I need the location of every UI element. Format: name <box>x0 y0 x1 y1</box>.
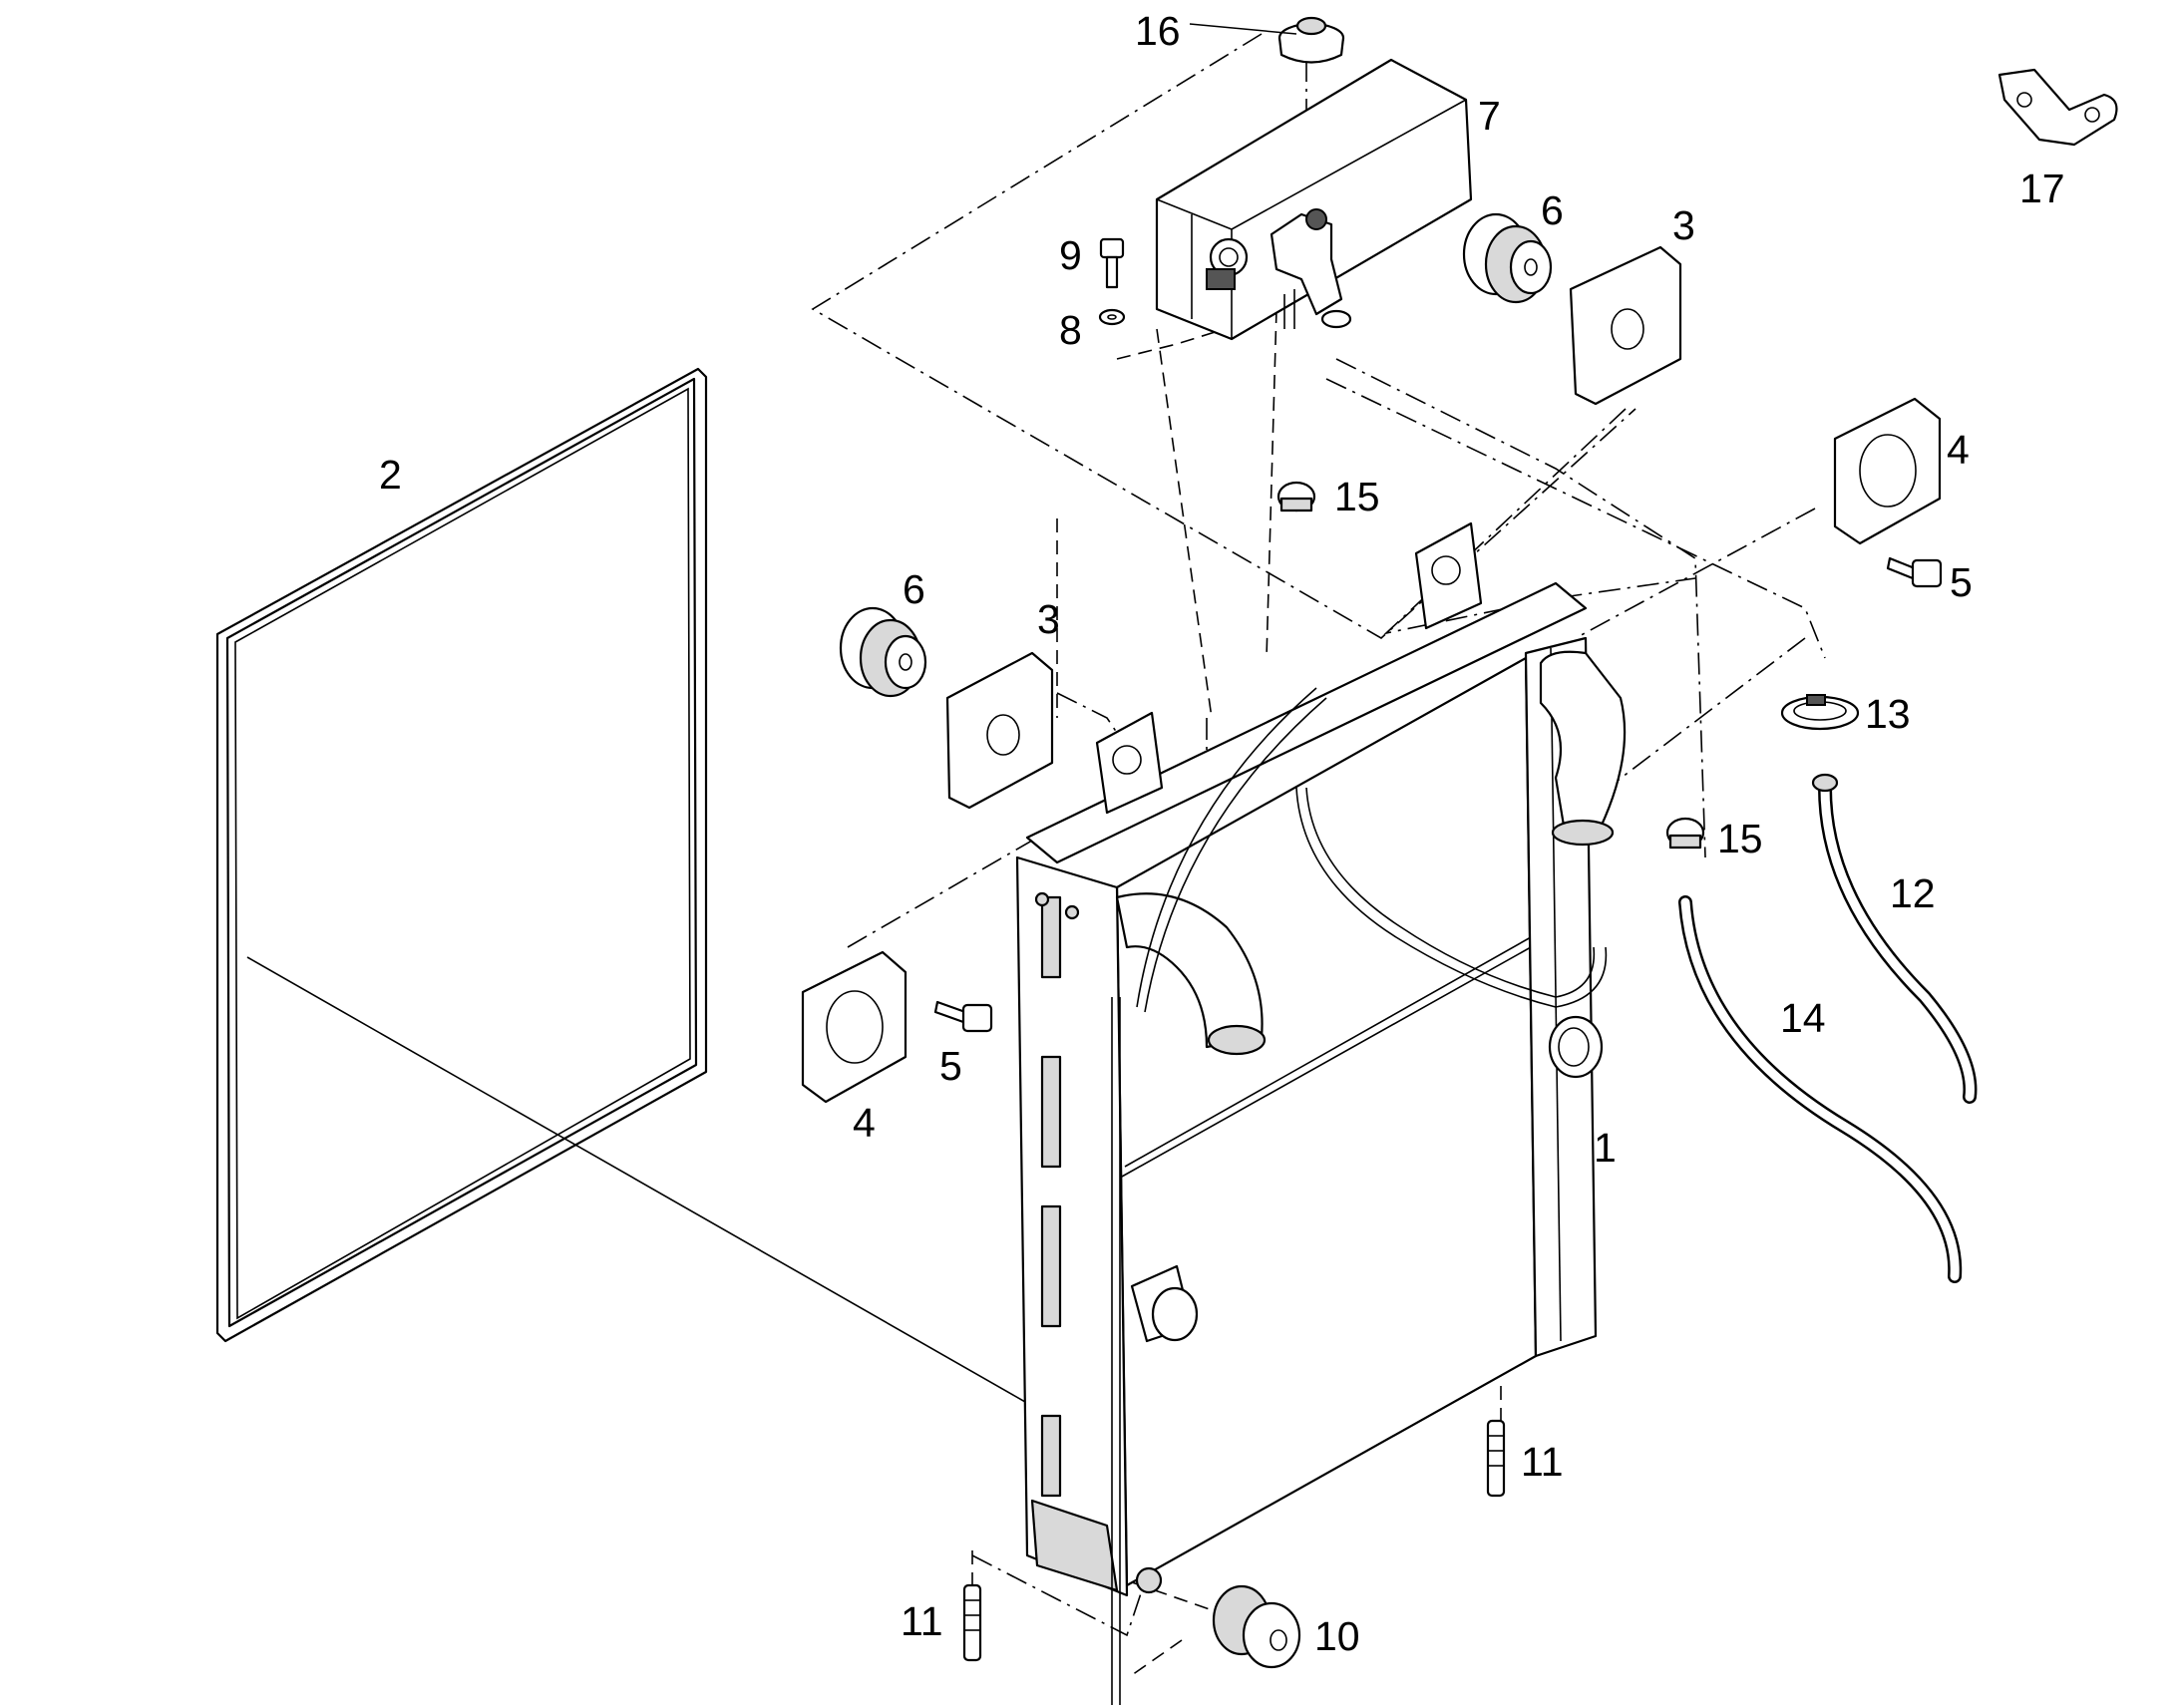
callout-15-upper: 15 <box>1334 474 1380 519</box>
rubber-mount-part-6-upper <box>1462 212 1553 304</box>
bolt-part-5-upper <box>1886 556 1943 588</box>
rubber-mount-part-6-lower <box>839 606 927 698</box>
stud-part-11-left <box>962 1583 982 1662</box>
stud-part-11-right <box>1486 1419 1506 1498</box>
washer-part-8 <box>1098 308 1126 326</box>
callout-4-lower: 4 <box>853 1100 876 1146</box>
callout-10: 10 <box>1314 1613 1360 1659</box>
callout-6-upper: 6 <box>1541 187 1564 233</box>
hose-part-12 <box>1811 773 1978 1104</box>
callout-3-upper: 3 <box>1672 202 1695 248</box>
callout-11-left: 11 <box>901 1598 943 1644</box>
bracket-part-17 <box>1998 68 2118 147</box>
filler-cap-part-16 <box>1277 16 1345 64</box>
callout-14: 14 <box>1780 995 1826 1041</box>
hose-clamp-part-13 <box>1780 694 1860 731</box>
callout-13: 13 <box>1865 691 1911 737</box>
callout-6-lower: 6 <box>903 566 925 612</box>
callout-9: 9 <box>1059 232 1082 278</box>
hose-clip-part-15-lower <box>1665 817 1705 850</box>
callout-7: 7 <box>1478 93 1501 139</box>
bolt-part-9 <box>1099 237 1125 289</box>
callout-5-upper: 5 <box>1950 559 1973 605</box>
mounting-plate-part-3-upper <box>1569 245 1682 406</box>
callout-leader-lines <box>1189 23 1297 35</box>
callout-5-lower: 5 <box>939 1043 962 1089</box>
callout-15-lower: 15 <box>1717 816 1763 861</box>
callout-16: 16 <box>1135 8 1181 54</box>
callout-labels: 1 2 3 3 4 4 5 5 6 6 7 8 9 10 11 11 12 13… <box>379 8 2065 1659</box>
expansion-tank-part-7 <box>1155 58 1473 341</box>
flange-gasket-part-4-upper <box>1833 397 1942 545</box>
callout-12: 12 <box>1890 870 1936 916</box>
frame-seal-part-2 <box>215 367 1033 1407</box>
callout-8: 8 <box>1059 307 1082 353</box>
callout-3-lower: 3 <box>1037 596 1060 642</box>
drain-plug-part-10 <box>1212 1584 1301 1669</box>
flange-gasket-part-4-lower <box>801 950 908 1104</box>
bolt-part-5-lower <box>933 1000 993 1033</box>
callout-17: 17 <box>2019 166 2065 211</box>
callout-2: 2 <box>379 452 402 498</box>
hose-clip-part-15-upper <box>1276 481 1316 512</box>
hose-part-14 <box>1678 895 1963 1283</box>
callout-1: 1 <box>1594 1125 1617 1171</box>
mounting-plate-part-3-lower <box>945 651 1054 810</box>
radiator-assembly-part-1 <box>1015 521 1627 1705</box>
callout-11-right: 11 <box>1521 1439 1564 1485</box>
callout-4-upper: 4 <box>1947 427 1970 473</box>
